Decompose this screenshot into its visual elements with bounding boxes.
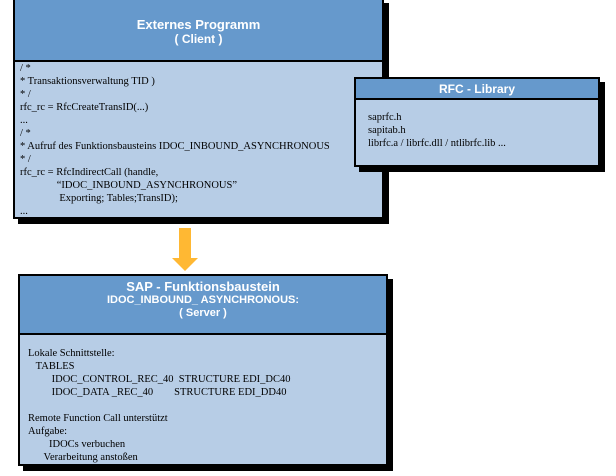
- client-line: ...: [20, 115, 28, 126]
- library-files: saprfc.h sapitab.h librfc.a / librfc.dll /…: [356, 100, 598, 150]
- client-line: / *: [20, 63, 31, 74]
- down-arrow-icon: [172, 228, 198, 271]
- server-box: SAP - Funktionsbaustein IDOC_INBOUND_ AS…: [18, 274, 388, 466]
- server-line: [28, 399, 386, 412]
- client-line: * /: [20, 154, 31, 165]
- library-line: saprfc.h: [368, 112, 402, 123]
- server-line: IDOC_DATA _REC_40 STRUCTURE EDI_DD40: [28, 387, 287, 398]
- server-line: IDOC_CONTROL_REC_40 STRUCTURE EDI_DC40: [28, 374, 291, 385]
- client-line: rfc_rc = RfcCreateTransID(...): [20, 102, 149, 113]
- client-line: Exporting; Tables;TransID);: [20, 193, 178, 204]
- server-line: IDOCs verbuchen: [28, 439, 126, 450]
- client-header: Externes Programm ( Client ): [15, 0, 382, 62]
- client-line: * /: [20, 89, 31, 100]
- arrow-shape: [172, 228, 198, 271]
- server-line: Aufgabe:: [28, 426, 68, 437]
- client-line: * Aufruf des Funktionsbausteins IDOC_INB…: [20, 141, 330, 152]
- library-title: RFC - Library: [438, 82, 515, 96]
- server-description: Lokale Schnittstelle: TABLES IDOC_CONTRO…: [20, 335, 386, 464]
- client-line: rfc_rc = RfcIndirectCall (handle,: [20, 167, 159, 178]
- server-line: TABLES: [28, 361, 75, 372]
- server-title: SAP - Funktionsbaustein: [126, 279, 280, 294]
- library-header: RFC - Library: [356, 79, 598, 100]
- client-line: ...: [20, 206, 28, 217]
- client-subtitle: ( Client ): [174, 32, 223, 46]
- client-line: * Transaktionsverwaltung TID ): [20, 76, 155, 87]
- client-title: Externes Programm: [136, 17, 261, 32]
- client-line: “IDOC_INBOUND_ASYNCHRONOUS”: [20, 180, 237, 191]
- server-line: Remote Function Call unterstützt: [28, 413, 168, 424]
- server-subtitle: ( Server ): [179, 307, 227, 319]
- server-line: Verarbeitung anstoßen: [28, 452, 138, 463]
- client-box: Externes Programm ( Client ) / * * Transa…: [13, 0, 384, 219]
- library-line: librfc.a / librfc.dll / ntlibrfc.lib ...: [368, 138, 506, 149]
- server-line: Lokale Schnittstelle:: [28, 348, 115, 359]
- server-header: SAP - Funktionsbaustein IDOC_INBOUND_ AS…: [20, 276, 386, 335]
- server-function: IDOC_INBOUND_ ASYNCHRONOUS:: [106, 294, 300, 306]
- rfc-library-box: RFC - Library saprfc.h sapitab.h librfc.a …: [354, 77, 600, 167]
- library-line: sapitab.h: [368, 125, 406, 136]
- client-code: / * * Transaktionsverwaltung TID ) * / rfc_…: [15, 62, 382, 218]
- client-line: / *: [20, 128, 31, 139]
